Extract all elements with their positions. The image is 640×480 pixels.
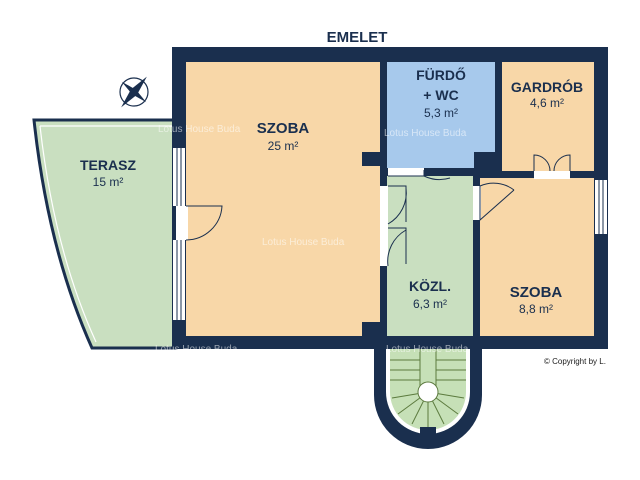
- room-kozl: [387, 176, 473, 336]
- label-furdo-2: + WC: [423, 87, 458, 103]
- area-terasz: 15 m²: [93, 175, 124, 189]
- gardrob-door-opening: [534, 171, 570, 179]
- room-szoba-main: [186, 62, 380, 336]
- wall-stub: [474, 152, 495, 168]
- area-furdo: 5,3 m²: [424, 106, 458, 120]
- label-kozl: KÖZL.: [409, 278, 451, 294]
- area-szoba-main: 25 m²: [268, 139, 299, 153]
- label-terasz: TERASZ: [80, 157, 136, 173]
- label-gardrob: GARDRÓB: [511, 78, 583, 95]
- window-right: [595, 180, 607, 234]
- svg-text:Lotus House Buda: Lotus House Buda: [158, 124, 241, 135]
- label-szoba-main: SZOBA: [257, 120, 310, 137]
- copyright-note: © Copyright by L.: [544, 357, 606, 366]
- wall-stub: [362, 322, 380, 336]
- svg-text:Lotus House Buda: Lotus House Buda: [155, 344, 238, 355]
- room-door-opening: [473, 186, 481, 220]
- area-gardrob: 4,6 m²: [530, 96, 564, 110]
- compass-icon: [119, 76, 149, 108]
- hall-door-opening: [380, 186, 388, 266]
- terrace-floor: [32, 118, 178, 350]
- terrace-door-opening: [176, 206, 188, 240]
- svg-text:Lotus House Buda: Lotus House Buda: [386, 344, 469, 355]
- wall-stub: [362, 152, 380, 166]
- window-left: [173, 148, 185, 206]
- svg-text:Lotus House Buda: Lotus House Buda: [384, 128, 467, 139]
- room-szoba-small: [480, 178, 594, 336]
- room-gardrob: [502, 62, 594, 171]
- watermarks: Lotus House Buda Lotus House Buda Lotus …: [155, 124, 469, 355]
- label-szoba-small: SZOBA: [510, 284, 563, 301]
- label-furdo-1: FÜRDŐ: [416, 66, 466, 83]
- area-kozl: 6,3 m²: [413, 297, 447, 311]
- door-swings: [185, 154, 571, 267]
- terrace-curve-line: [39, 125, 97, 343]
- plan-title: EMELET: [327, 29, 388, 46]
- window-left-lower: [173, 240, 185, 320]
- bath-door-opening: [388, 168, 424, 176]
- area-szoba-small: 8,8 m²: [519, 302, 553, 316]
- svg-text:Lotus House Buda: Lotus House Buda: [262, 237, 345, 248]
- room-furdo: [387, 62, 495, 168]
- spiral-staircase: [374, 349, 482, 449]
